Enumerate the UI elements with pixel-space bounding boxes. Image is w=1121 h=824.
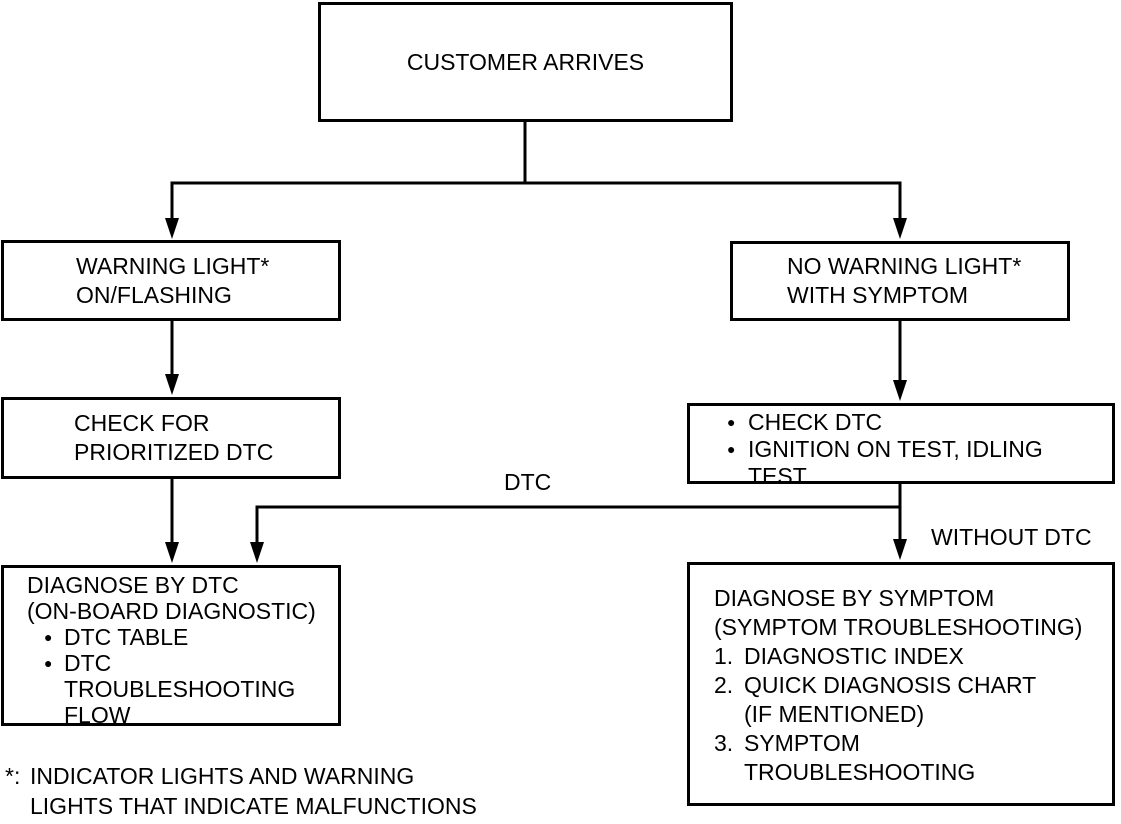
- node-label: (ON-BOARD DIAGNOSTIC): [27, 598, 316, 624]
- list-number: 3.: [714, 730, 734, 756]
- edge-label-without-dtc: WITHOUT DTC: [931, 524, 1092, 550]
- list-item-label: DIAGNOSTIC INDEX: [744, 643, 964, 669]
- list-item-label: DTC TABLE: [64, 624, 189, 650]
- list-number: 1.: [714, 643, 734, 669]
- node-label: CUSTOMER ARRIVES: [406, 48, 645, 75]
- footnote: *: INDICATOR LIGHTS AND WARNING LIGHTS T…: [5, 761, 477, 821]
- node-label: CHECK FOR: [74, 410, 210, 436]
- node-label: PRIORITIZED DTC: [74, 439, 274, 465]
- bullet-icon: ●: [44, 655, 53, 671]
- node-label: DIAGNOSE BY SYMPTOM: [714, 585, 995, 611]
- arrowhead-to-nowarning: [893, 218, 907, 239]
- list-item-label: IGNITION ON TEST, IDLING: [748, 436, 1043, 462]
- list-number: 2.: [714, 672, 734, 698]
- node-check-prioritized-dtc: CHECK FOR PRIORITIZED DTC: [1, 397, 341, 479]
- list-item: ● IGNITION ON TEST, IDLING TEST: [727, 436, 1106, 490]
- arrowhead-to-diagdtc-right: [250, 542, 264, 563]
- list-item-label: TROUBLESHOOTING: [64, 676, 296, 702]
- list-item-label: FLOW: [64, 702, 131, 728]
- list-item: 3. SYMPTOM TROUBLESHOOTING: [714, 729, 1106, 787]
- node-label: NO WARNING LIGHT*: [787, 253, 1022, 279]
- node-diagnose-by-dtc: DIAGNOSE BY DTC (ON-BOARD DIAGNOSTIC) ● …: [1, 565, 341, 728]
- bullet-icon: ●: [44, 629, 53, 645]
- list-item-label: SYMPTOM: [744, 730, 860, 756]
- edge-label-dtc: DTC: [504, 469, 552, 495]
- node-label: DIAGNOSE BY DTC: [27, 572, 239, 598]
- node-check-dtc: ● CHECK DTC ● IGNITION ON TEST, IDLING T…: [687, 403, 1115, 489]
- node-customer-arrives: CUSTOMER ARRIVES: [318, 2, 733, 122]
- node-warning-light: WARNING LIGHT* ON/FLASHING: [1, 240, 341, 321]
- bullet-icon: ●: [727, 414, 736, 430]
- list-item-label: (IF MENTIONED): [744, 701, 925, 727]
- node-label: WITH SYMPTOM: [787, 282, 969, 308]
- node-label: WARNING LIGHT*: [76, 252, 270, 279]
- footnote-asterisk: *:: [5, 763, 21, 789]
- list-item-label: QUICK DIAGNOSIS CHART: [744, 672, 1037, 698]
- node-no-warning-light: NO WARNING LIGHT* WITH SYMPTOM: [730, 241, 1070, 321]
- node-diagnose-by-symptom: DIAGNOSE BY SYMPTOM (SYMPTOM TROUBLESHOO…: [687, 562, 1115, 806]
- footnote-line: LIGHTS THAT INDICATE MALFUNCTIONS: [30, 793, 477, 819]
- footnote-line: INDICATOR LIGHTS AND WARNING: [30, 763, 415, 789]
- arrowhead-to-diagsym: [893, 539, 907, 560]
- list-item-label: DTC: [64, 650, 112, 676]
- bullet-icon: ●: [727, 441, 736, 457]
- arrowhead-to-warning: [165, 218, 179, 239]
- list-item-label: TROUBLESHOOTING: [744, 759, 976, 785]
- list-item: 1. DIAGNOSTIC INDEX: [714, 642, 1106, 671]
- list-item: 2. QUICK DIAGNOSIS CHART (IF MENTIONED): [714, 671, 1106, 729]
- arrowhead-to-diagdtc-left: [165, 542, 179, 563]
- arrowhead-to-checkdtc: [893, 380, 907, 401]
- list-item: ● CHECK DTC: [727, 409, 1106, 436]
- list-item-label: CHECK DTC: [748, 409, 883, 435]
- node-label: ON/FLASHING: [76, 281, 232, 308]
- list-item-label: TEST: [748, 463, 807, 489]
- list-item: ● DTC TROUBLESHOOTING FLOW: [44, 650, 334, 728]
- list-item: ● DTC TABLE: [44, 624, 334, 650]
- node-label: (SYMPTOM TROUBLESHOOTING): [714, 614, 1083, 640]
- arrowhead-to-checkprio: [165, 374, 179, 395]
